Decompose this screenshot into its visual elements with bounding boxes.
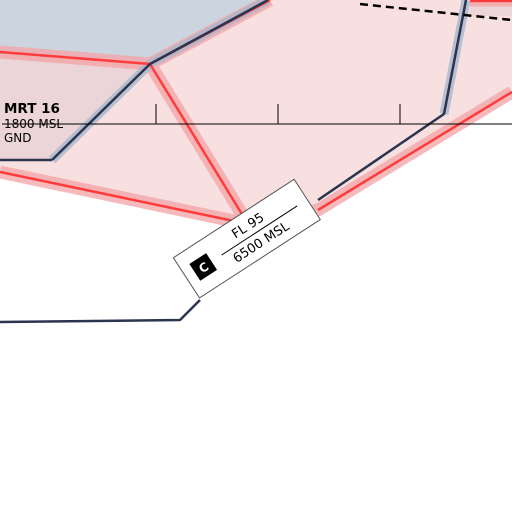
mrt-lower-altitude: GND	[4, 131, 32, 145]
airspace-label[interactable]: C FL 95 6500 MSL	[172, 178, 321, 299]
mrt-sector-line	[58, 104, 512, 125]
mrt-name: MRT 16	[4, 101, 60, 117]
mrt-label[interactable]: MRT 16 1800 MSL GND	[2, 101, 63, 145]
airspace-limit-divider	[221, 205, 298, 256]
airspace-boundary-line	[0, 0, 468, 324]
airspace-class-badge	[189, 253, 218, 281]
